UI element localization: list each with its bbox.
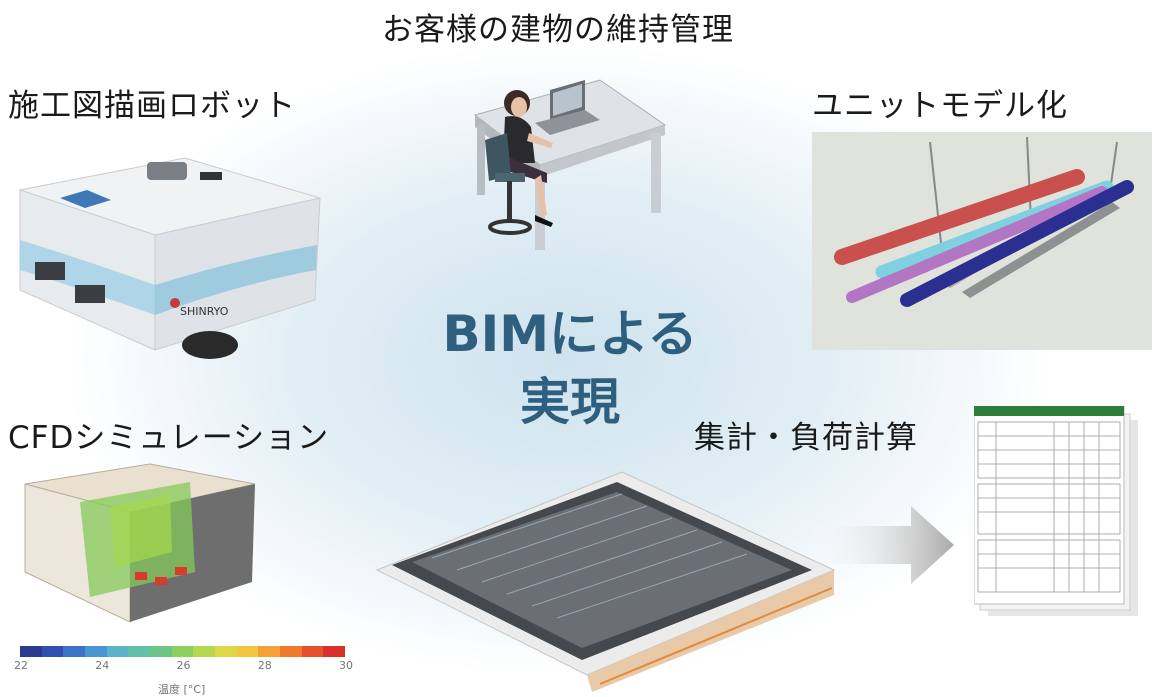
label-unit-model: ユニットモデル化 [812,88,1068,124]
cfd-scale-unit: 温度 [°C] [158,683,206,696]
label-calc: 集計・負荷計算 [694,420,918,456]
cfd-scale-tick: 22 [14,659,28,672]
cfd-scale-tick: 24 [95,659,110,672]
spreadsheet-documents [974,406,1144,621]
cfd-scale-segment [236,646,259,657]
bim-building-model [372,470,842,692]
cfd-simulation-image [20,462,270,632]
label-cfd: CFDシミュレーション [8,420,330,456]
robot-brand: SHINRYO [180,305,229,318]
cfd-scale-segment [128,646,151,657]
label-maintenance: お客様の建物の維持管理 [382,12,734,48]
cfd-color-scale [20,646,346,657]
cfd-scale-segment [63,646,86,657]
cfd-scale-segment [323,646,346,657]
center-title-line1: BIMによる [442,305,698,363]
cfd-scale-segment [258,646,281,657]
cfd-scale-segment [85,646,107,657]
flow-arrow [806,506,956,584]
center-title: BIMによる 実現 [425,300,715,436]
cfd-scale-tick: 30 [339,659,353,672]
cfd-scale-segment [20,646,42,657]
cfd-scale-segment [150,646,172,657]
cfd-scale-segment [215,646,237,657]
label-robot: 施工図描画ロボット [8,88,296,124]
cfd-scale-segment [106,646,129,657]
cfd-scale-segment [41,646,64,657]
cfd-scale-bar [20,646,346,657]
cfd-scale-tick: 28 [257,659,272,672]
cfd-scale-segment [280,646,302,657]
cfd-scale-tick: 26 [176,659,191,672]
drawing-robot-image: SHINRYO [15,150,325,365]
cfd-scale-segment [193,646,216,657]
center-title-line2: 実現 [520,373,620,431]
office-illustration [455,55,675,255]
unit-model-image [812,132,1152,350]
cfd-scale-segment [171,646,194,657]
cfd-scale-segment [301,646,324,657]
